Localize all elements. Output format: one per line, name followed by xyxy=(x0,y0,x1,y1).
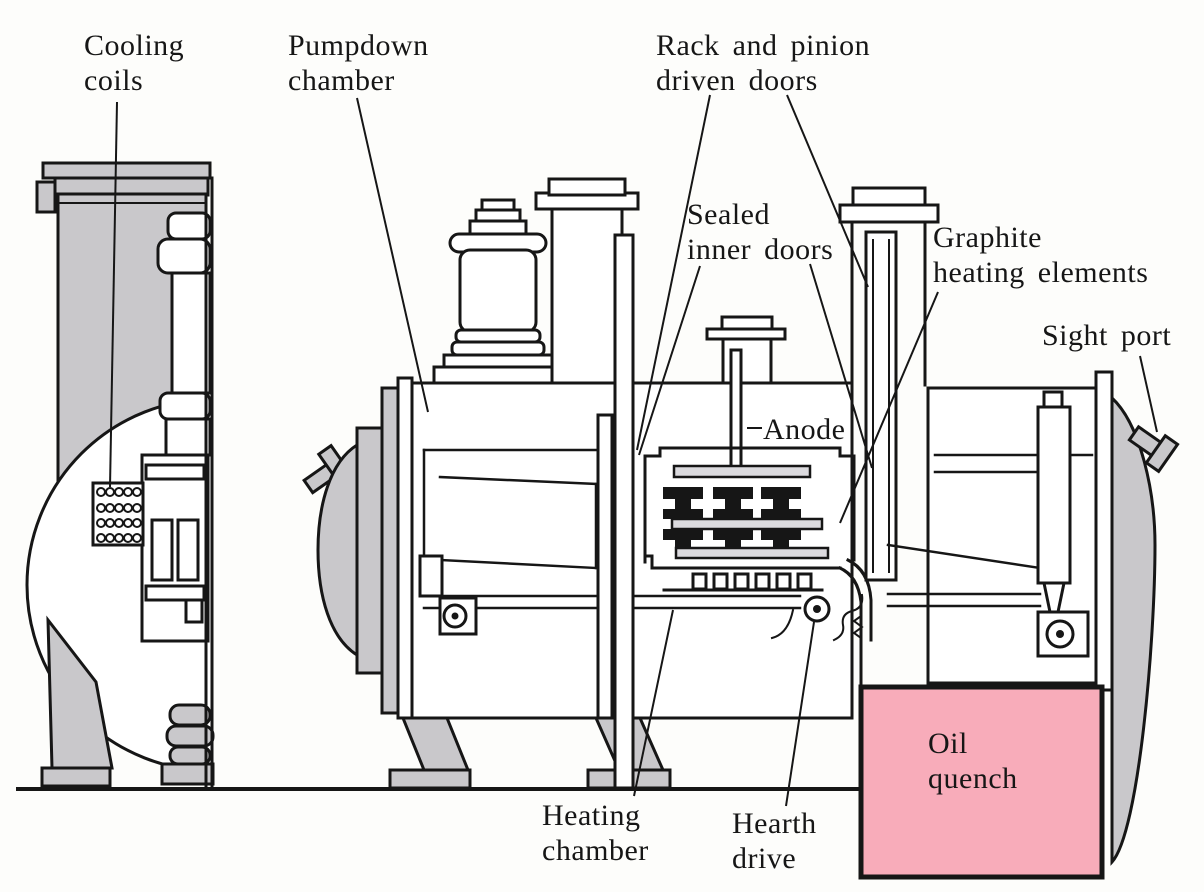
leader-rack-pinion-left xyxy=(636,94,711,451)
top-slab-2 xyxy=(53,176,210,197)
top-slab xyxy=(41,161,212,180)
vent-stack xyxy=(534,177,640,385)
side-tab xyxy=(35,180,57,214)
end-view-furnace xyxy=(25,161,215,790)
leader-sealed-doors-left xyxy=(638,265,701,456)
bellows xyxy=(160,703,215,786)
sealed-inner-door-right xyxy=(864,230,898,582)
elevator-cylinder xyxy=(1036,390,1090,658)
inner-door-mechanism xyxy=(140,453,210,643)
right-dome-door xyxy=(1110,394,1157,866)
right-flange xyxy=(1094,370,1114,692)
graphite-heating-elements xyxy=(663,464,830,560)
quench-vessel xyxy=(886,370,1180,866)
leader-cooling-coils xyxy=(109,101,118,488)
cooling-coils-block xyxy=(91,481,145,547)
label-cooling-coils: Cooling coils xyxy=(84,29,185,98)
left-leg xyxy=(46,615,114,770)
leader-sight-port xyxy=(1139,355,1158,433)
pumpdown-chamber-vessel xyxy=(302,177,873,790)
leader-pumpdown-chamber xyxy=(356,97,429,413)
anode-rod xyxy=(729,348,743,474)
label-pumpdown-chamber: Pumpdown chamber xyxy=(288,29,429,98)
label-graphite-heating-elements: Graphite heating elements xyxy=(933,221,1149,290)
hearth-drive-wheel xyxy=(770,593,864,642)
label-hearth-drive: Hearth drive xyxy=(732,807,817,876)
anode-port xyxy=(705,315,787,474)
label-heating-chamber: Heating chamber xyxy=(542,799,649,868)
sight-port-knob xyxy=(1127,424,1180,474)
leader-hearth-drive xyxy=(785,621,815,807)
leader-graphite-elements xyxy=(839,291,939,524)
heating-chamber-shell xyxy=(643,446,873,688)
leader-heating-chamber xyxy=(633,609,674,797)
label-anode: Anode xyxy=(763,413,846,446)
sealed-inner-door-left xyxy=(596,233,635,790)
label-oil-quench: Oil quench xyxy=(928,727,1018,796)
leader-rack-pinion-right xyxy=(786,94,869,288)
leader-lines xyxy=(109,94,1158,807)
diffusion-pump xyxy=(432,198,556,385)
oil-quench-tank xyxy=(858,684,1105,880)
label-sealed-inner-doors: Sealed inner doors xyxy=(687,198,834,267)
leader-sealed-doors-right xyxy=(809,263,873,469)
label-rack-and-pinion: Rack and pinion driven doors xyxy=(656,29,871,98)
label-sight-port: Sight port xyxy=(1042,319,1172,352)
left-dome-door xyxy=(302,376,414,720)
